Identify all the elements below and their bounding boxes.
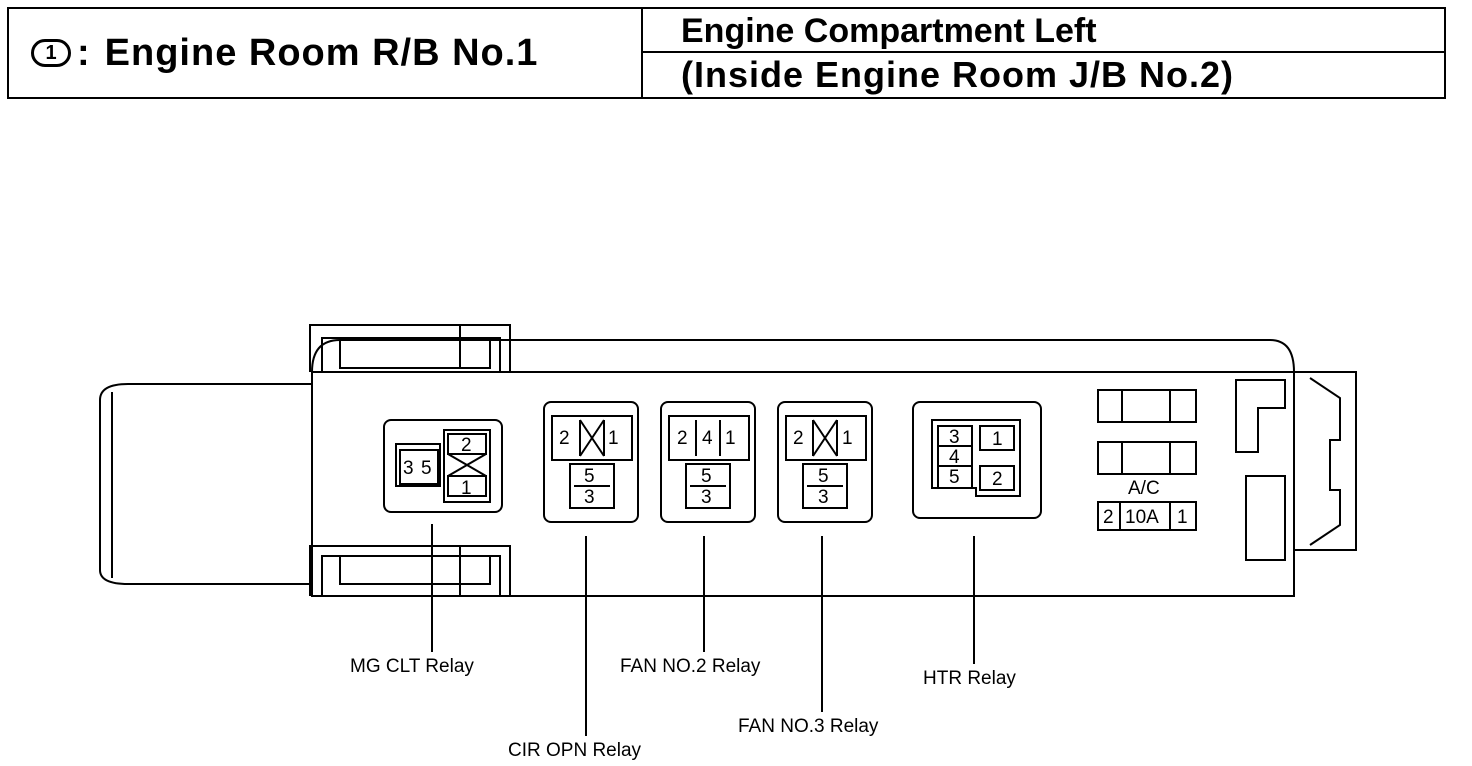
fuse-pin-left: 2 bbox=[1103, 507, 1114, 528]
header-right-cell: Engine Compartment Left (Inside Engine R… bbox=[643, 9, 1444, 97]
relay-label-mg-clt: MG CLT Relay bbox=[350, 656, 474, 677]
right-latch-top bbox=[1235, 379, 1286, 453]
pin-number: 4 bbox=[949, 447, 960, 468]
circled-number-badge: 1 bbox=[31, 39, 71, 67]
pin-number: 2 bbox=[559, 428, 570, 449]
relay-label-htr: HTR Relay bbox=[923, 668, 1016, 689]
right-latch-bottom bbox=[1245, 475, 1286, 561]
block-left-tab bbox=[99, 383, 312, 585]
header-colon: : bbox=[77, 31, 91, 74]
fuse-ac-slot bbox=[1097, 501, 1197, 531]
pin-number: 3 bbox=[701, 487, 712, 508]
pin-number: 5 bbox=[701, 466, 712, 487]
relay-mg-clt-housing bbox=[383, 419, 503, 513]
header-right-line2: (Inside Engine Room J/B No.2) bbox=[681, 54, 1235, 95]
header-left-title: Engine Room R/B No.1 bbox=[104, 31, 539, 74]
block-main-body bbox=[311, 371, 1295, 597]
pin-number: 2 bbox=[793, 428, 804, 449]
block-right-end bbox=[1294, 371, 1357, 551]
pin-number: 1 bbox=[725, 428, 736, 449]
header-table: 1 : Engine Room R/B No.1 Engine Compartm… bbox=[7, 7, 1446, 99]
pin-number: 2 bbox=[992, 469, 1003, 490]
relay-cir-opn-housing bbox=[543, 401, 639, 523]
fuse-name: A/C bbox=[1128, 478, 1160, 499]
pin-number: 1 bbox=[842, 428, 853, 449]
pin-number: 5 bbox=[584, 466, 595, 487]
fuse-slot-2 bbox=[1097, 441, 1197, 475]
pin-number: 3 bbox=[403, 458, 414, 479]
relay-label-fan-no3: FAN NO.3 Relay bbox=[738, 716, 879, 737]
pin-number: 1 bbox=[992, 429, 1003, 450]
relay-fan-no3-housing bbox=[777, 401, 873, 523]
pin-number: 4 bbox=[702, 428, 713, 449]
fuse-slot-1 bbox=[1097, 389, 1197, 423]
header-left-cell: 1 : Engine Room R/B No.1 bbox=[9, 9, 643, 97]
pin-number: 3 bbox=[818, 487, 829, 508]
pin-number: 1 bbox=[608, 428, 619, 449]
pin-number: 3 bbox=[584, 487, 595, 508]
relay-label-fan-no2: FAN NO.2 Relay bbox=[620, 656, 761, 677]
pin-number: 2 bbox=[461, 435, 472, 456]
relay-htr-housing bbox=[912, 401, 1042, 519]
pin-number: 5 bbox=[421, 458, 432, 479]
top-clip bbox=[309, 324, 511, 372]
relay-label-cir-opn: CIR OPN Relay bbox=[508, 740, 642, 761]
bottom-clip bbox=[309, 545, 511, 596]
header-right-line1: Engine Compartment Left bbox=[643, 9, 1444, 53]
pin-number: 3 bbox=[949, 427, 960, 448]
pin-number: 5 bbox=[949, 467, 960, 488]
fuse-pin-right: 1 bbox=[1177, 507, 1188, 528]
fuse-rating: 10A bbox=[1125, 507, 1159, 528]
relay-fan-no2-housing bbox=[660, 401, 756, 523]
pin-number: 2 bbox=[677, 428, 688, 449]
pin-number: 1 bbox=[461, 478, 472, 499]
pin-number: 5 bbox=[818, 466, 829, 487]
